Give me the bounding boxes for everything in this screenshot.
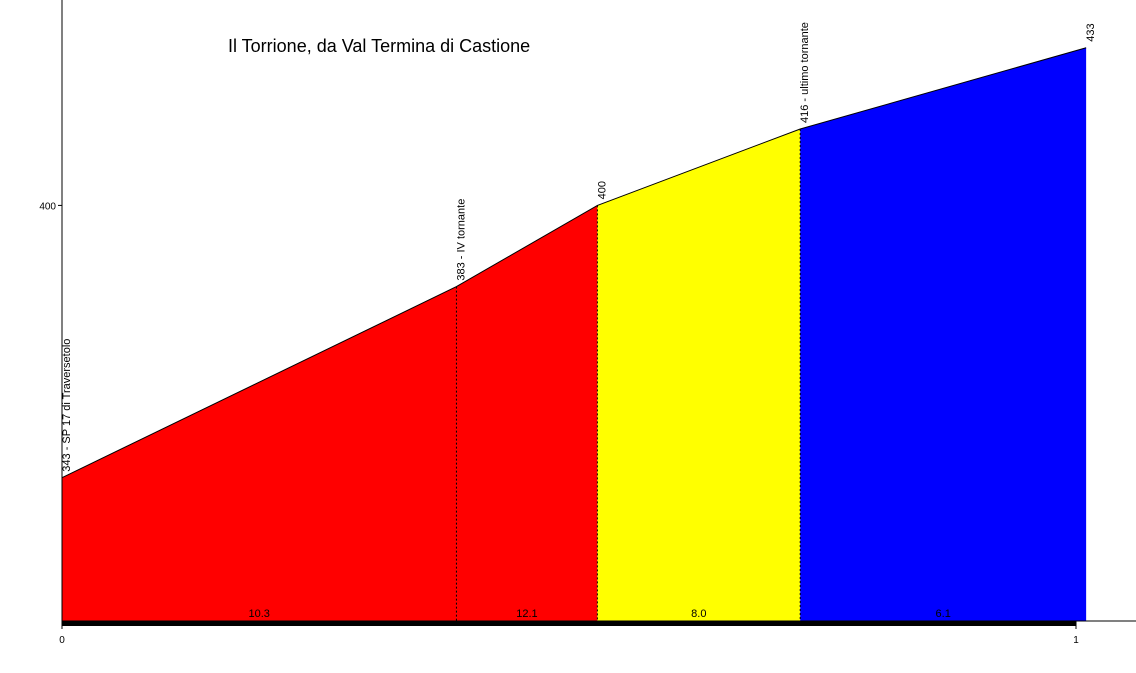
profile-areas [62,47,1087,622]
y-tick-label-1: 400 [39,201,56,212]
profile-outline [61,47,1087,479]
segment-area-4 [800,47,1087,622]
point-label-5: 433 [1085,23,1097,41]
profile-line [61,47,1087,479]
point-label-1: 343 - SP 17 di Traversetolo [61,339,73,472]
point-label-2: 383 - IV tornante [455,199,467,281]
point-labels: 343 - SP 17 di Traversetolo 383 - IV torn… [61,22,1097,472]
x-tick-label-1: 0 [59,635,65,646]
segment-dividers [455,128,801,621]
segment-gradient-labels: 10.3 12.1 8.0 6.1 [249,608,951,620]
segment-area-3 [597,128,801,621]
segment-area-2 [456,205,598,621]
segment-area-1 [62,286,457,621]
segment-gradient-label-4: 6.1 [936,608,951,620]
axes [61,0,1136,626]
axis-ticks: 400 0 1 [39,201,1079,646]
segment-gradient-label-3: 8.0 [691,608,706,620]
point-label-3: 400 [596,181,608,199]
x-tick-label-2: 1 [1073,635,1079,646]
point-label-4: 416 - ultimo tornante [799,22,811,123]
segment-gradient-label-1: 10.3 [249,608,270,620]
x-axis-bar [62,621,1076,626]
chart-title: Il Torrione, da Val Termina di Castione [228,36,530,56]
segment-gradient-label-2: 12.1 [516,608,537,620]
